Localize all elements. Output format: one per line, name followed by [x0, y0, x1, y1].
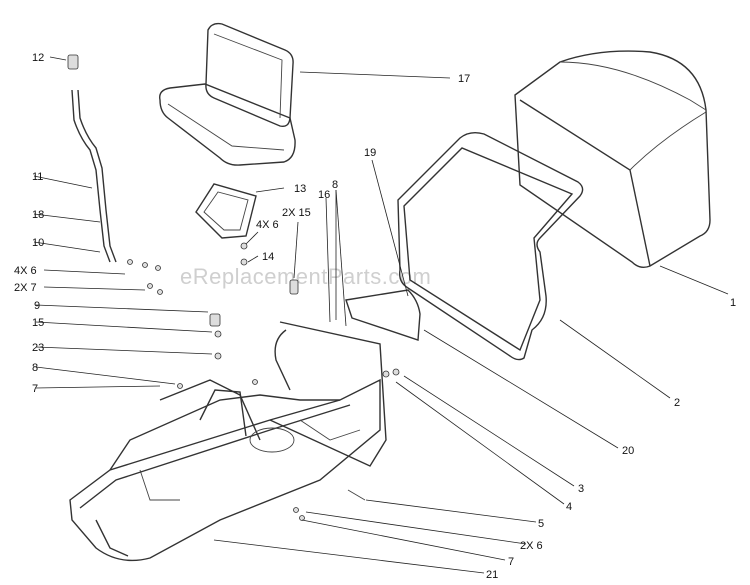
label-18: 18 — [32, 209, 44, 221]
label-2x6: 2X 6 — [520, 540, 543, 552]
deflector-part — [345, 289, 421, 341]
label-2x15: 2X 15 — [282, 207, 311, 219]
callout-labels: 12 17 11 18 10 4X 6 2X 7 9 15 23 8 7 13 … — [14, 52, 736, 581]
label-4x6-left: 4X 6 — [14, 265, 37, 277]
label-12: 12 — [32, 52, 44, 64]
watermark: eReplacementParts.com — [180, 264, 431, 289]
label-14: 14 — [262, 251, 274, 263]
label-7-left: 7 — [32, 383, 38, 395]
label-23: 23 — [32, 342, 44, 354]
label-13: 13 — [294, 183, 306, 195]
label-16: 16 — [318, 189, 330, 201]
label-4: 4 — [566, 501, 572, 513]
label-10: 10 — [32, 237, 44, 249]
label-5: 5 — [538, 518, 544, 530]
seat-part — [159, 22, 296, 166]
label-1: 1 — [730, 297, 736, 309]
label-9: 9 — [34, 300, 40, 312]
label-3: 3 — [578, 483, 584, 495]
label-15-left: 15 — [32, 317, 44, 329]
hardware-parts — [127, 242, 400, 521]
label-8-top: 8 — [332, 179, 338, 191]
label-20: 20 — [622, 445, 634, 457]
grass-bag-part — [514, 50, 711, 269]
label-7-bottom: 7 — [508, 556, 514, 568]
label-2: 2 — [674, 397, 680, 409]
bracket-part — [195, 183, 257, 239]
label-19: 19 — [364, 147, 376, 159]
main-frame-part — [69, 321, 387, 562]
bag-frame-part — [397, 131, 584, 361]
lever-part — [67, 54, 117, 263]
leader-lines — [33, 56, 729, 574]
label-2x7: 2X 7 — [14, 282, 37, 294]
label-11: 11 — [32, 171, 43, 183]
label-4x6-center: 4X 6 — [256, 219, 279, 231]
label-21: 21 — [486, 569, 498, 581]
label-17: 17 — [458, 73, 470, 85]
label-8-left: 8 — [32, 362, 38, 374]
